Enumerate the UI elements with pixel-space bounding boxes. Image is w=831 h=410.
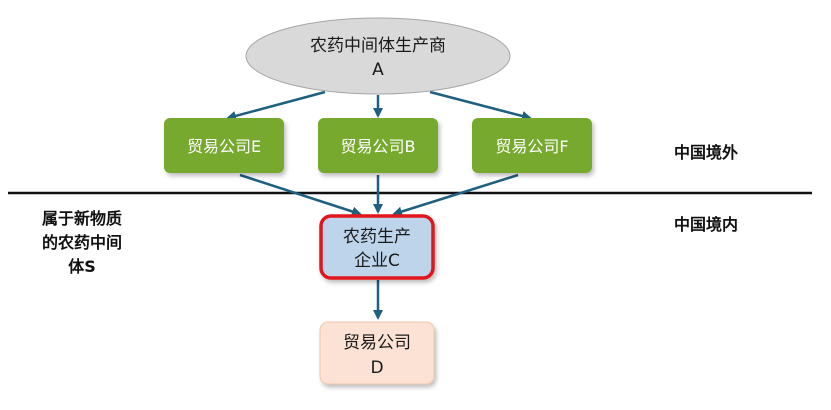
trade-d-label-line2: D bbox=[370, 358, 383, 378]
node-trade-company-e: 贸易公司E bbox=[164, 118, 284, 173]
node-manufacturer-c: 农药生产 企业C bbox=[319, 214, 435, 280]
note-line1: 属于新物质 bbox=[42, 209, 122, 228]
trade-d-label-line1: 贸易公司 bbox=[343, 333, 411, 353]
arrow-e-to-c bbox=[239, 173, 362, 217]
node-trade-company-f: 贸易公司F bbox=[472, 118, 592, 173]
trade-d-box bbox=[319, 321, 435, 385]
node-producer-a: 农药中间体生产商 A bbox=[245, 17, 511, 95]
producer-label-line2: A bbox=[372, 60, 384, 80]
trade-b-label: 贸易公司B bbox=[341, 137, 416, 156]
region-label-inside: 中国境内 bbox=[674, 215, 738, 234]
manufacturer-label-line1: 农药生产 bbox=[343, 227, 411, 247]
arrow-a-to-e bbox=[226, 90, 326, 121]
region-label-outside: 中国境外 bbox=[674, 143, 738, 162]
trade-f-box bbox=[472, 118, 592, 173]
node-trade-company-b: 贸易公司B bbox=[318, 118, 438, 173]
trade-e-label: 贸易公司E bbox=[187, 137, 261, 156]
manufacturer-label-line2: 企业C bbox=[354, 251, 400, 271]
arrow-a-to-f bbox=[429, 90, 532, 121]
note-line2: 的农药中间 bbox=[42, 233, 122, 252]
trade-f-label: 贸易公司F bbox=[495, 137, 568, 156]
arrow-f-to-c bbox=[392, 173, 519, 217]
new-substance-note: 属于新物质 的农药中间 体S bbox=[42, 209, 122, 276]
node-trade-company-d: 贸易公司 D bbox=[319, 321, 435, 385]
producer-label-line1: 农药中间体生产商 bbox=[310, 36, 446, 56]
trade-e-box bbox=[164, 118, 284, 173]
note-line3: 体S bbox=[68, 257, 96, 276]
manufacturer-box bbox=[319, 214, 435, 280]
arrows bbox=[226, 90, 532, 320]
trade-b-box bbox=[318, 118, 438, 173]
producer-ellipse bbox=[245, 17, 511, 95]
